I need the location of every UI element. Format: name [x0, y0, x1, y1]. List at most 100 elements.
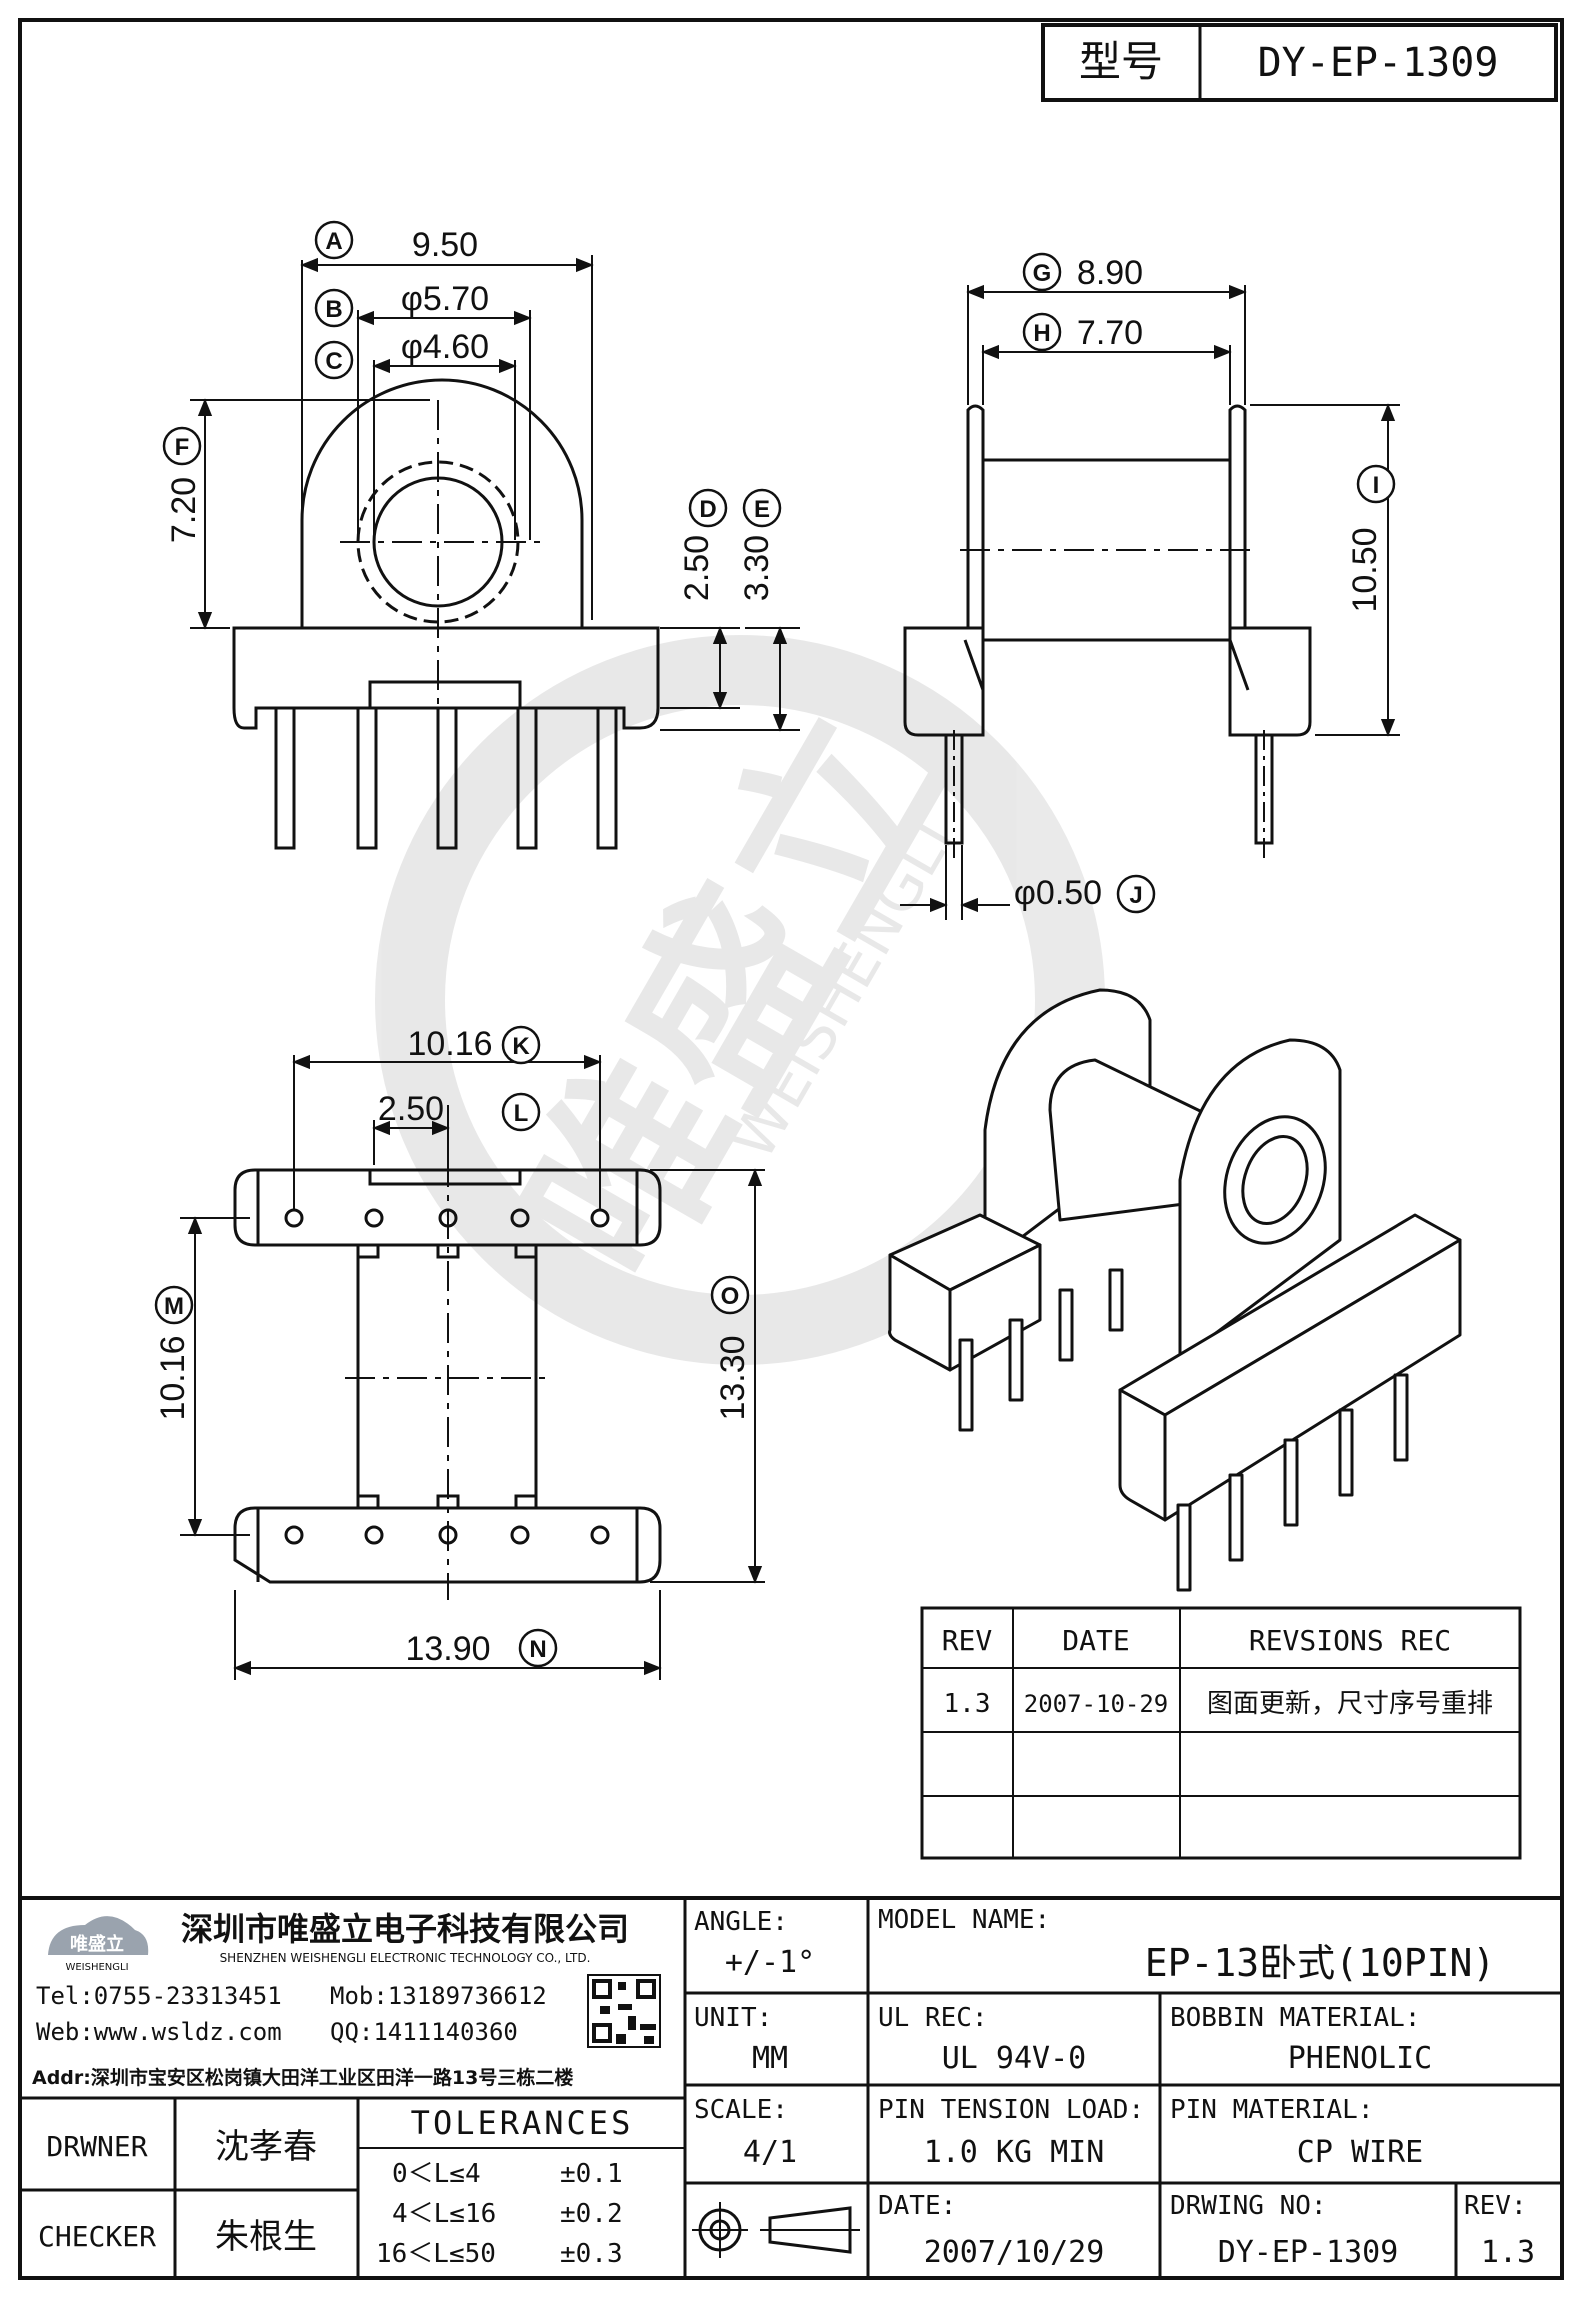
dim-j-value: φ0.50: [1014, 874, 1102, 912]
angle-label: ANGLE:: [694, 1907, 788, 1937]
sheet-border: [18, 18, 1564, 2280]
bottom-view-dimensions: [180, 1054, 765, 1680]
dim-i-letter: I: [1373, 472, 1380, 499]
dim-a-letter: A: [325, 228, 342, 255]
rev-row-1-date: 2007-10-29: [1024, 1690, 1169, 1718]
side-view-dimensions: [900, 284, 1400, 920]
dim-d-letter: D: [699, 496, 716, 523]
dim-i-badge: I: [1356, 464, 1396, 504]
drawing-no-value: DY-EP-1309: [1218, 2235, 1399, 2270]
company-name-en: SHENZHEN WEISHENGLI ELECTRONIC TECHNOLOG…: [220, 1951, 591, 1965]
dim-c-value: φ4.60: [401, 328, 489, 366]
dim-e-badge: E: [742, 488, 782, 528]
dim-o-value: 13.30: [714, 1335, 752, 1420]
dim-o-badge: O: [710, 1275, 750, 1315]
company-addr: Addr:深圳市宝安区松岗镇大田洋工业区田洋一路13号三栋二楼: [32, 2066, 573, 2089]
pin-tension-label: PIN TENSION LOAD:: [878, 2095, 1144, 2125]
dim-l-badge: L: [501, 1092, 541, 1132]
dim-i-value: 10.50: [1346, 527, 1384, 612]
dim-e-value: 3.30: [738, 535, 776, 601]
pin-material-value: CP WIRE: [1297, 2135, 1423, 2170]
checker-label: CHECKER: [38, 2220, 156, 2253]
dim-j-badge: J: [1116, 874, 1156, 914]
dim-m-value: 10.16: [154, 1335, 192, 1420]
model-name-label: MODEL NAME:: [878, 1905, 1050, 1935]
dim-c-badge: C: [314, 340, 354, 380]
tolerance-3-value: ±0.3: [560, 2239, 623, 2269]
checker-name: 朱根生: [215, 2217, 317, 2257]
date-value: 2007/10/29: [924, 2235, 1105, 2270]
dim-m-badge: M: [154, 1285, 194, 1325]
scale-value: 4/1: [743, 2135, 797, 2170]
dim-b-value: φ5.70: [401, 280, 489, 318]
side-view: [903, 404, 1312, 860]
rev-header-date: DATE: [1062, 1624, 1129, 1657]
front-view-dimensions: [190, 255, 800, 732]
header-box: 型号 DY-EP-1309: [1041, 23, 1558, 102]
rev-row-1-rev: 1.3: [944, 1689, 991, 1719]
pin-material-label: PIN MATERIAL:: [1170, 2095, 1374, 2125]
company-tel: Tel:0755-23313451: [36, 1982, 282, 2010]
bobbin-material-label: BOBBIN MATERIAL:: [1170, 2003, 1420, 2033]
tolerance-2-value: ±0.2: [560, 2199, 623, 2229]
dim-h-letter: H: [1033, 320, 1050, 347]
dim-h-value: 7.70: [1077, 314, 1143, 352]
ul-value: UL 94V-0: [942, 2041, 1087, 2076]
dim-a-badge: A: [314, 220, 354, 260]
model-name-value: EP-13卧式(10PIN): [1145, 1941, 1496, 1985]
qr-code-icon: [587, 1974, 661, 2048]
dim-l-value: 2.50: [378, 1090, 444, 1128]
tolerance-3-range: 16＜L≤50: [376, 2239, 496, 2269]
drawer-name: 沈孝春: [215, 2127, 317, 2167]
rev-row-1-rec: 图面更新，尺寸序号重排: [1207, 1689, 1493, 1719]
company-web: Web:www.wsldz.com: [36, 2018, 282, 2046]
dim-h-badge: H: [1022, 312, 1062, 352]
rev-header-rev: REV: [942, 1624, 993, 1657]
bottom-view: [233, 1105, 662, 1600]
company-mob: Mob:13189736612: [330, 1982, 547, 2010]
tolerance-1-range: 0＜L≤4: [392, 2159, 481, 2189]
dim-c-letter: C: [325, 348, 342, 375]
watermark-text: 唯盛立: [482, 678, 984, 1314]
date-label: DATE:: [878, 2191, 956, 2221]
isometric-view: [888, 988, 1462, 1592]
header-model-no: DY-EP-1309: [1258, 40, 1499, 86]
title-block-grid: [20, 1896, 1562, 2278]
angle-value: +/-1°: [725, 1945, 815, 1980]
tolerance-2-range: 4＜L≤16: [392, 2199, 496, 2229]
dim-g-badge: G: [1022, 252, 1062, 292]
front-view: [232, 378, 660, 850]
dim-j-letter: J: [1129, 882, 1142, 909]
tolerance-1-value: ±0.1: [560, 2159, 623, 2189]
dim-a-value: 9.50: [412, 226, 478, 264]
company-name-cn: 深圳市唯盛立电子科技有限公司: [181, 1910, 629, 1948]
dim-f-badge: F: [162, 426, 202, 466]
dim-k-badge: K: [501, 1025, 541, 1065]
dim-g-letter: G: [1033, 260, 1052, 287]
company-logo: 唯盛立 WEISHENGLI: [48, 1916, 149, 1973]
rev-value: 1.3: [1481, 2235, 1535, 2270]
dim-e-letter: E: [754, 496, 770, 523]
logo-text: 唯盛立: [70, 1933, 124, 1955]
dim-m-letter: M: [164, 1293, 184, 1320]
unit-value: MM: [752, 2041, 788, 2076]
revision-table: [920, 1606, 1522, 1860]
dim-f-letter: F: [175, 434, 190, 461]
logo-sub: WEISHENGLI: [65, 1962, 128, 1973]
dim-k-letter: K: [512, 1033, 530, 1060]
drawer-label: DRWNER: [46, 2130, 147, 2163]
dim-n-badge: N: [518, 1628, 558, 1668]
scale-label: SCALE:: [694, 2095, 788, 2125]
unit-label: UNIT:: [694, 2003, 772, 2033]
dim-b-badge: B: [314, 288, 354, 328]
rev-header-rec: REVSIONS REC: [1249, 1624, 1451, 1657]
pin-tension-value: 1.0 KG MIN: [924, 2135, 1105, 2170]
tolerances-label: TOLERANCES: [411, 2104, 634, 2142]
dim-n-value: 13.90: [405, 1630, 490, 1668]
rev-label: REV:: [1464, 2191, 1527, 2221]
dim-l-letter: L: [514, 1100, 529, 1127]
drawing-no-label: DRWING NO:: [1170, 2191, 1327, 2221]
dim-o-letter: O: [721, 1283, 740, 1310]
dim-n-letter: N: [529, 1636, 546, 1663]
